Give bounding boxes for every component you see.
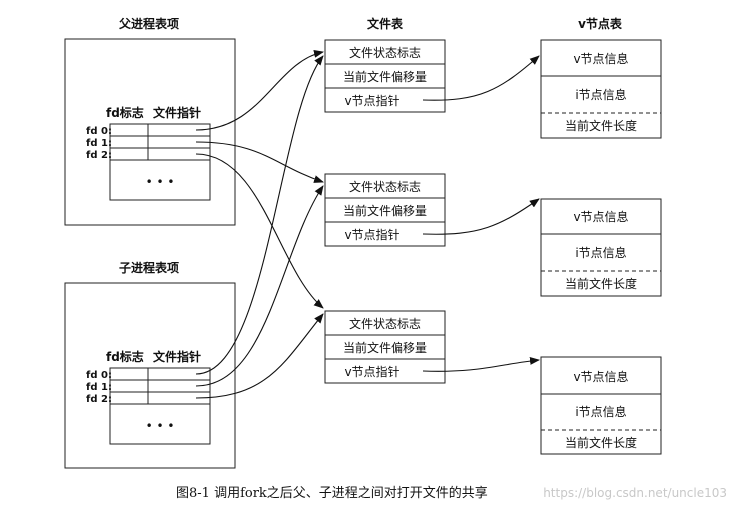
vnode-table-title: v节点表 bbox=[578, 16, 623, 31]
file-table-title: 文件表 bbox=[367, 16, 404, 31]
vnode-entry-2: v节点信息 i节点信息 当前文件长度 bbox=[540, 198, 662, 297]
parent-fd-ellipsis: • • • bbox=[146, 175, 175, 189]
file2-offset: 当前文件偏移量 bbox=[343, 203, 427, 218]
file-table-entry-3: 文件状态标志 当前文件偏移量 v节点指针 bbox=[324, 310, 446, 384]
parent-fd2-label: fd 2: bbox=[86, 150, 112, 161]
parent-process-table bbox=[64, 38, 236, 226]
file3-status-flags: 文件状态标志 bbox=[349, 316, 421, 331]
file1-offset: 当前文件偏移量 bbox=[343, 69, 427, 84]
parent-table-title: 父进程表项 bbox=[118, 16, 179, 31]
child-fd2-label: fd 2: bbox=[86, 394, 112, 405]
vnode1-inode-info: i节点信息 bbox=[575, 87, 626, 102]
file3-offset: 当前文件偏移量 bbox=[343, 340, 427, 355]
child-table-title: 子进程表项 bbox=[119, 260, 179, 275]
parent-fd1-label: fd 1: bbox=[86, 138, 112, 149]
parent-file-pointer-header: 文件指针 bbox=[153, 105, 201, 120]
child-fd-array bbox=[109, 367, 211, 445]
child-file-pointer-header: 文件指针 bbox=[153, 349, 201, 364]
file2-vnode-pointer: v节点指针 bbox=[344, 227, 399, 242]
parent-fd0-arrow bbox=[195, 49, 324, 131]
parent-fd-flags-header: fd标志 bbox=[106, 105, 144, 120]
file3-to-vnode3-arrow bbox=[422, 356, 540, 372]
vnode3-file-size: 当前文件长度 bbox=[565, 435, 637, 450]
child-fd-flags-header: fd标志 bbox=[106, 349, 144, 364]
parent-fd1-arrow bbox=[195, 141, 324, 183]
file-table-entry-1: 文件状态标志 当前文件偏移量 v节点指针 bbox=[324, 39, 446, 113]
vnode1-vnode-info: v节点信息 bbox=[573, 51, 628, 66]
child-fd1-label: fd 1: bbox=[86, 382, 112, 393]
vnode-entry-3: v节点信息 i节点信息 当前文件长度 bbox=[540, 356, 662, 455]
parent-fd-array bbox=[109, 123, 211, 201]
file1-status-flags: 文件状态标志 bbox=[349, 45, 421, 60]
vnode3-vnode-info: v节点信息 bbox=[573, 369, 628, 384]
vnode2-file-size: 当前文件长度 bbox=[565, 276, 637, 291]
watermark: https://blog.csdn.net/uncle103 bbox=[543, 486, 727, 500]
child-fd1-arrow bbox=[195, 185, 324, 387]
vnode-entry-1: v节点信息 i节点信息 当前文件长度 bbox=[540, 39, 662, 139]
parent-fd2-arrow bbox=[195, 153, 324, 309]
vnode2-inode-info: i节点信息 bbox=[575, 245, 626, 260]
child-fd0-label: fd 0: bbox=[86, 370, 112, 381]
child-process-table bbox=[64, 282, 236, 469]
file2-status-flags: 文件状态标志 bbox=[349, 179, 421, 194]
child-fd2-arrow bbox=[195, 313, 324, 399]
file-table-entry-2: 文件状态标志 当前文件偏移量 v节点指针 bbox=[324, 173, 446, 247]
vnode2-vnode-info: v节点信息 bbox=[573, 209, 628, 224]
file3-vnode-pointer: v节点指针 bbox=[344, 364, 399, 379]
file1-vnode-pointer: v节点指针 bbox=[344, 93, 399, 108]
figure-caption: 图8-1 调用fork之后父、子进程之间对打开文件的共享 bbox=[176, 485, 488, 501]
vnode3-inode-info: i节点信息 bbox=[575, 404, 626, 419]
child-fd-ellipsis: • • • bbox=[146, 419, 175, 433]
vnode1-file-size: 当前文件长度 bbox=[565, 118, 637, 133]
file1-to-vnode1-arrow bbox=[422, 55, 540, 101]
file2-to-vnode2-arrow bbox=[422, 198, 540, 235]
child-fd0-arrow bbox=[195, 55, 324, 375]
parent-fd0-label: fd 0: bbox=[86, 126, 112, 137]
